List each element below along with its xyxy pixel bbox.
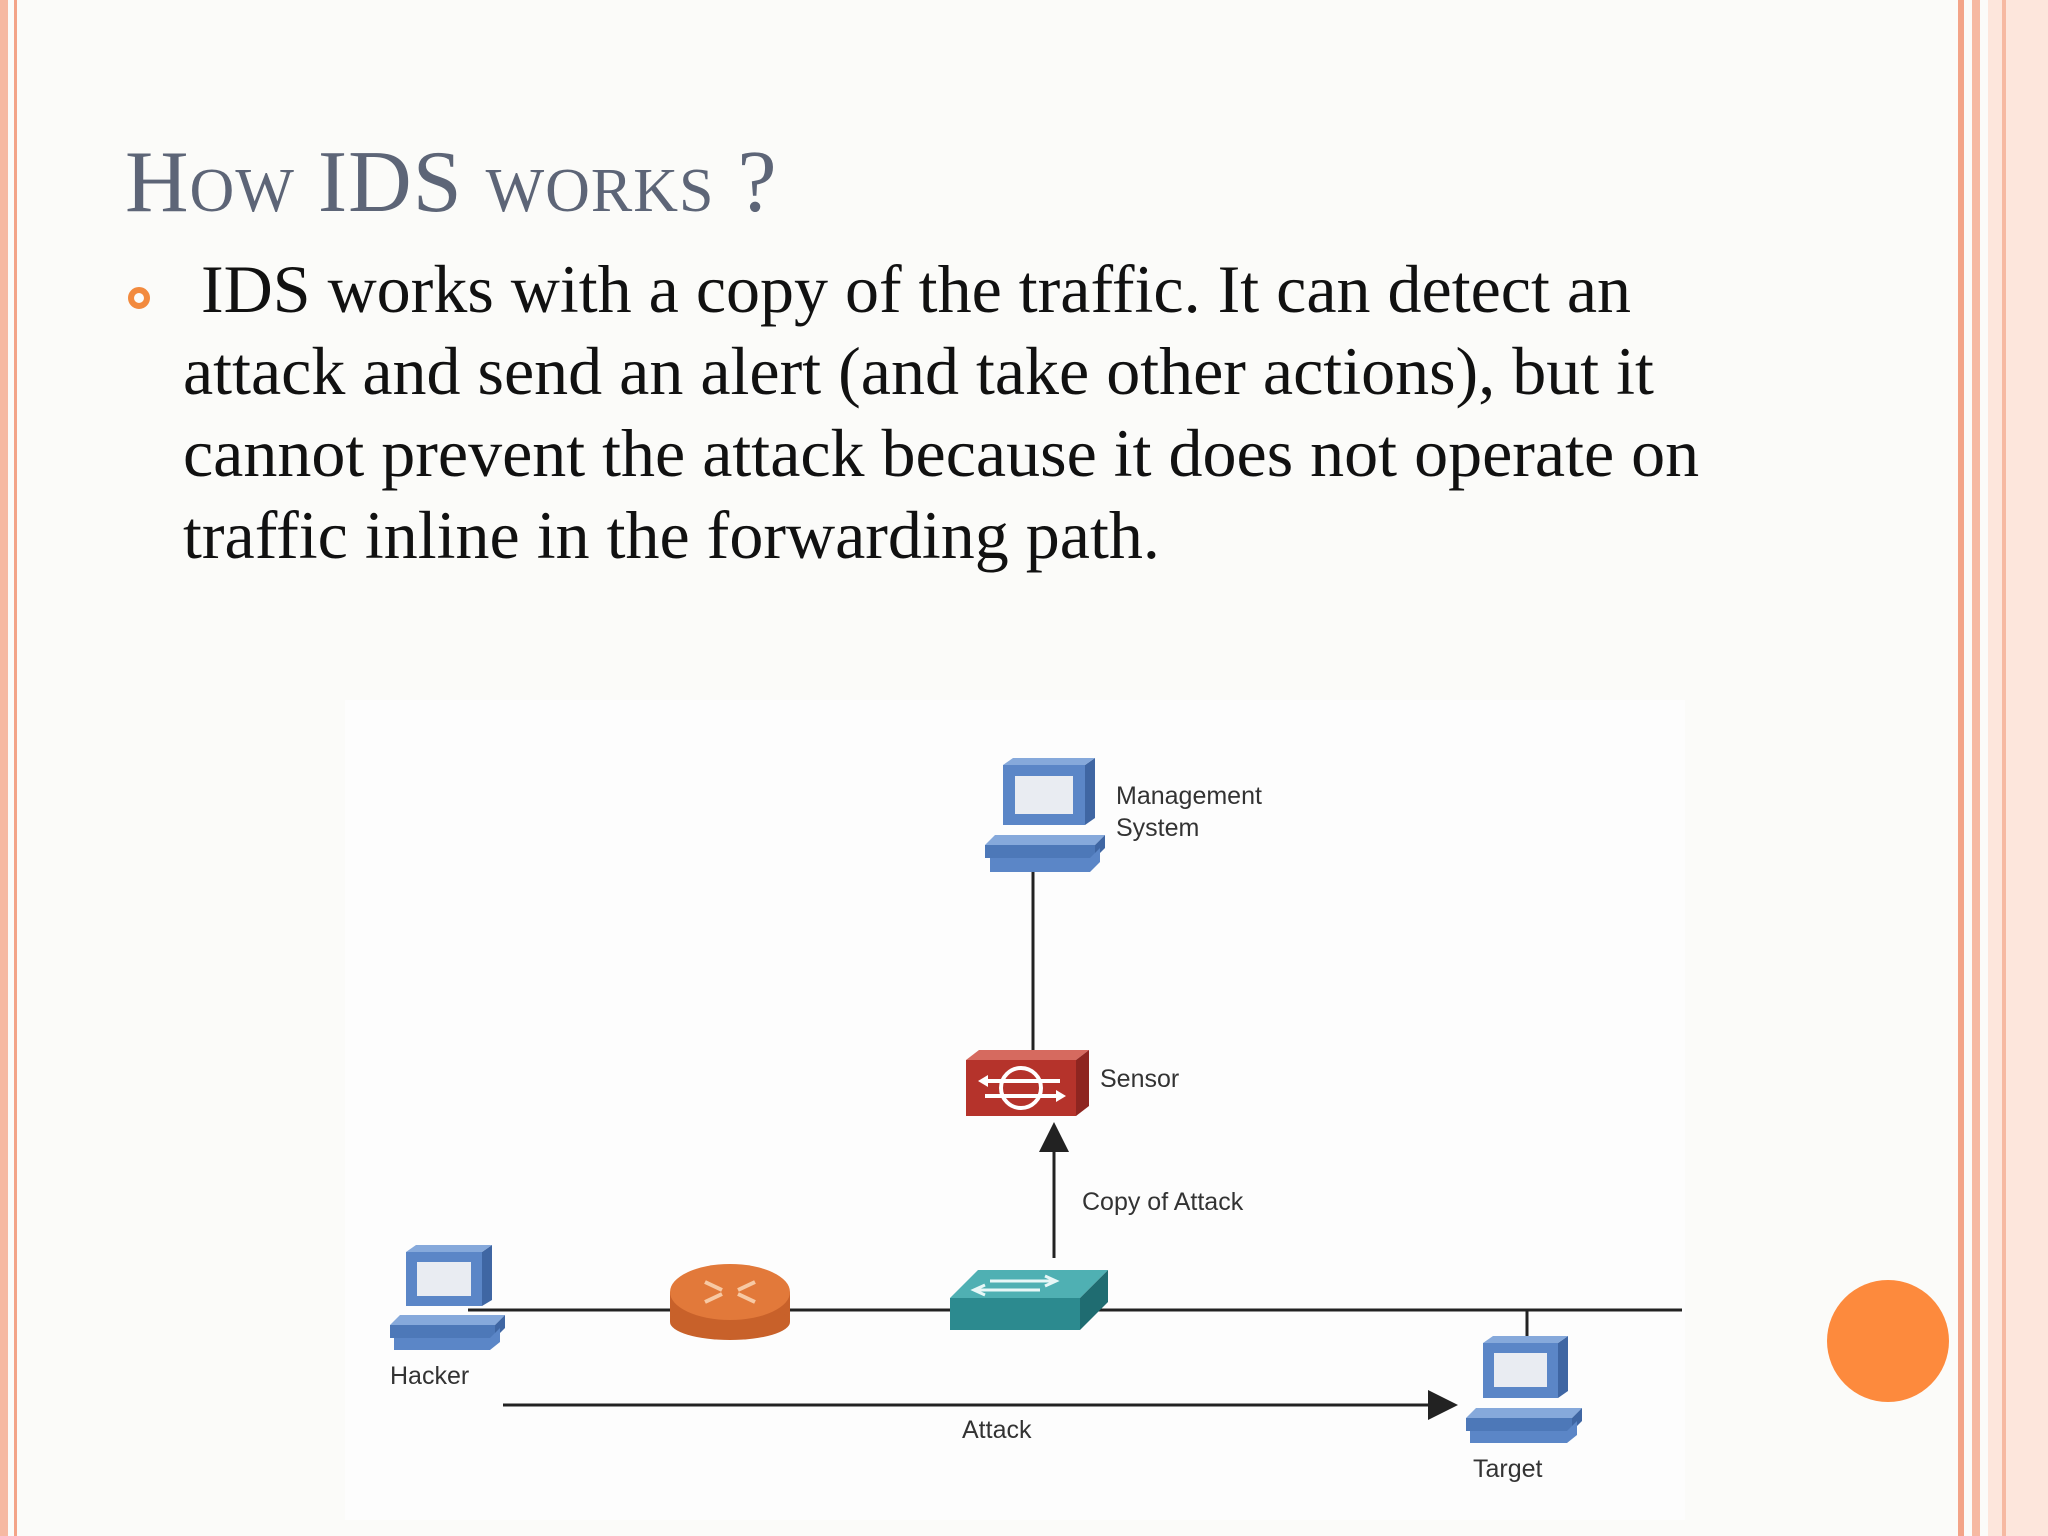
right-border-line: [1958, 0, 1964, 1536]
copy-of-attack-label: Copy of Attack: [1082, 1188, 1244, 1216]
hacker-workstation-icon: [390, 1245, 505, 1350]
management-label-line1: Management: [1116, 782, 1262, 810]
attack-label: Attack: [962, 1416, 1032, 1444]
target-workstation-icon: [1466, 1336, 1582, 1443]
left-border-line: [14, 0, 17, 1536]
sensor-label: Sensor: [1100, 1065, 1179, 1093]
bullet-text: IDS works with a copy of the traffic. It…: [183, 251, 1700, 573]
bullet-ring-icon: [128, 287, 150, 309]
target-label: Target: [1473, 1455, 1543, 1483]
decorative-orange-circle: [1827, 1280, 1949, 1402]
right-border-stripe: [1972, 0, 1980, 1536]
right-border-band: [1988, 0, 2048, 1536]
ids-sensor-icon: [966, 1050, 1089, 1116]
management-workstation-icon: [985, 758, 1105, 872]
right-band-line: [2002, 0, 2006, 1536]
slide-title: How IDS works ?: [125, 134, 778, 231]
router-icon: [670, 1264, 790, 1340]
left-border-stripe: [0, 0, 8, 1536]
hacker-label: Hacker: [390, 1362, 469, 1390]
switch-icon: [950, 1270, 1108, 1330]
management-label-line2: System: [1116, 814, 1199, 842]
